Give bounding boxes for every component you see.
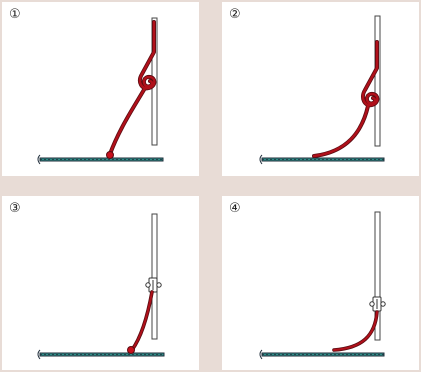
step-1-panel: ① xyxy=(2,2,199,176)
step-4-label: ④ xyxy=(229,201,241,216)
vertical-post xyxy=(374,15,381,147)
floor-strip xyxy=(37,154,164,165)
step-2-panel: ② xyxy=(222,2,419,176)
hook-wire xyxy=(332,310,379,352)
step-4-illustration xyxy=(259,211,386,360)
vertical-post xyxy=(151,213,158,340)
vertical-post xyxy=(374,211,381,341)
floor-strip xyxy=(259,154,385,165)
floor-strip xyxy=(259,349,385,360)
step-3-panel: ③ xyxy=(2,196,199,370)
clip-fastener xyxy=(369,296,386,312)
step-2-label: ② xyxy=(229,7,241,22)
step-3-label: ③ xyxy=(9,201,21,216)
hook-wire xyxy=(312,40,380,158)
step-1-illustration xyxy=(37,17,164,165)
hook-wire xyxy=(106,20,157,159)
step-3-illustration xyxy=(37,213,165,360)
floor-strip xyxy=(37,349,165,360)
clip-fastener xyxy=(145,277,162,293)
step-4-panel: ④ xyxy=(222,196,419,370)
step-2-illustration xyxy=(259,15,385,165)
step-1-label: ① xyxy=(9,7,21,22)
hook-wire xyxy=(127,290,154,354)
